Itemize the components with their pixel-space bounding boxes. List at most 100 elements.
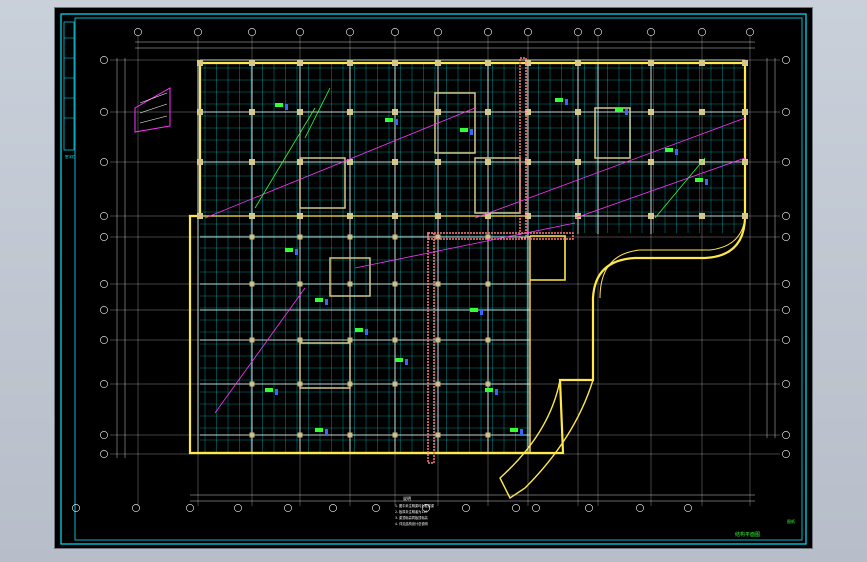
rebar-mark [275,103,283,107]
core-box [434,92,476,154]
column [249,337,255,343]
column [485,213,491,219]
column [742,109,748,115]
axis-bubble-bottom [636,504,644,512]
axis-bubble-top [391,28,399,36]
notes-line-3: 3. 梁顶标高同板顶标高 [395,515,428,520]
rebar-mark [315,428,323,432]
axis-bubble-left [100,212,108,220]
core-box [474,157,521,214]
core-box [594,107,631,159]
axis-bubble-right [782,280,790,288]
rebar-tag [625,109,628,115]
column [435,281,441,287]
column [197,159,203,165]
column [648,213,654,219]
axis-bubble-right [782,158,790,166]
transfer-beam [427,232,574,240]
notes-line-2: 2. 板厚未注明者为120 [395,509,427,514]
rebar-tag [275,389,278,395]
axis-bubbles [72,28,790,512]
column [392,60,398,66]
outer-walls [188,61,747,500]
building-outline [188,61,747,455]
column [699,60,705,66]
column [249,281,255,287]
column [485,432,491,438]
column [648,109,654,115]
column [648,60,654,66]
binding-strip [63,21,75,151]
rebar-tag [285,104,288,110]
cad-viewport[interactable]: 说明 1. 图中未注明梁均为框架梁 2. 板厚未注明者为120 3. 梁顶标高同… [55,8,812,548]
rebar-mark [315,298,323,302]
column [347,234,353,240]
column [525,60,531,66]
core-box [329,257,371,297]
axis-bubble-left [100,380,108,388]
axis-bubble-left [100,233,108,241]
rebar-tag [470,129,473,135]
column [347,109,353,115]
column [197,60,203,66]
axis-bubble-top [647,28,655,36]
column [347,60,353,66]
axis-bubble-left [100,450,108,458]
rebar-mark [395,358,403,362]
column [435,213,441,219]
column [485,60,491,66]
column [575,159,581,165]
column [249,60,255,66]
column [392,432,398,438]
rebar-tag [495,389,498,395]
axis-bubble-bottom [512,504,520,512]
axis-bubble-top [296,28,304,36]
column [249,159,255,165]
rebar-mark [485,388,493,392]
annotation-leader [204,107,476,219]
column [525,109,531,115]
column [485,109,491,115]
axis-bubble-right [782,380,790,388]
column [435,159,441,165]
rebar-leader [304,87,331,139]
column [297,432,303,438]
column [347,159,353,165]
column [249,213,255,219]
rebar-mark [460,128,468,132]
annotation-leader [574,157,746,219]
axis-bubble-top [524,28,532,36]
axis-bubble-top [248,28,256,36]
rebar-mark [470,308,478,312]
column [392,337,398,343]
column [742,60,748,66]
axis-bubble-bottom [585,504,593,512]
axis-bubble-bottom [186,504,194,512]
column [485,381,491,387]
axis-bubble-right [782,233,790,241]
axis-bubble-left [100,280,108,288]
axis-bubble-top [698,28,706,36]
column [435,337,441,343]
notes-line-4: 4. 详见结构设计总说明 [395,521,428,526]
rebar-tag [395,119,398,125]
axis-bubble-bottom [284,504,292,512]
axis-bubble-bottom [684,504,692,512]
column [297,213,303,219]
curved-wall [599,215,746,299]
notes-title: 说明 [403,495,411,501]
title-block-label: 结构平面图 [735,531,760,538]
column [525,213,531,219]
rebar-leader [254,107,316,209]
axis-bubble-top [194,28,202,36]
rebar-mark [285,248,293,252]
column [249,381,255,387]
axis-bubble-bottom [532,504,540,512]
axis-bubble-left [100,108,108,116]
corner-label: 图纸 [787,518,795,524]
column [297,60,303,66]
rebar-tag [675,149,678,155]
axis-bubble-left [100,306,108,314]
rebar-tag [565,99,568,105]
axis-bubble-top [434,28,442,36]
